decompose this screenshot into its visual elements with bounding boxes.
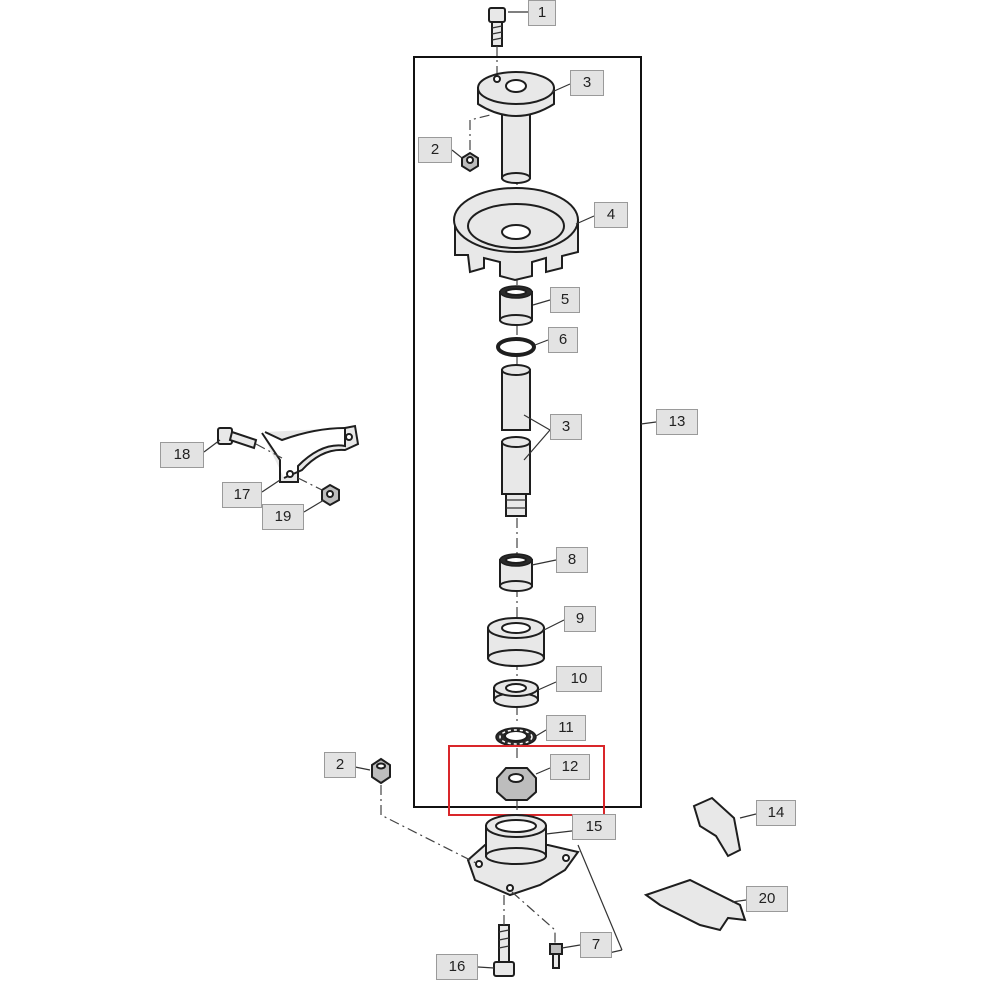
hub-part-3-top[interactable]	[477, 71, 555, 184]
nut-part-2-lower[interactable]	[371, 757, 391, 785]
spindle-housing-part-15[interactable]	[466, 814, 580, 897]
callout-11[interactable]: 11	[546, 715, 586, 741]
cup-part-4[interactable]	[453, 187, 579, 282]
bearing-part-5[interactable]	[499, 285, 533, 326]
bolt-part-18[interactable]	[217, 427, 258, 450]
callout-10[interactable]: 10	[556, 666, 602, 692]
grease-fitting-part-7[interactable]	[549, 943, 563, 969]
callout-2-lower[interactable]: 2	[324, 752, 356, 778]
callout-2-top[interactable]: 2	[418, 137, 452, 163]
callout-1[interactable]: 1	[528, 0, 556, 26]
bearing-part-8[interactable]	[499, 553, 533, 592]
callout-20[interactable]: 20	[746, 886, 788, 912]
callout-8[interactable]: 8	[556, 547, 588, 573]
nut-part-12[interactable]	[496, 767, 537, 801]
callout-15[interactable]: 15	[572, 814, 616, 840]
housing-part-9[interactable]	[487, 617, 545, 667]
bearing-part-11[interactable]	[495, 727, 537, 747]
blade-part-20[interactable]	[643, 878, 747, 932]
callout-13[interactable]: 13	[656, 409, 698, 435]
bolt-part-1[interactable]	[488, 7, 506, 47]
callout-14[interactable]: 14	[756, 800, 796, 826]
callout-17[interactable]: 17	[222, 482, 262, 508]
callout-3-shaft[interactable]: 3	[550, 414, 582, 440]
callout-5[interactable]: 5	[550, 287, 580, 313]
nut-part-19[interactable]	[321, 483, 340, 507]
callout-7[interactable]: 7	[580, 932, 612, 958]
ring-part-6[interactable]	[496, 337, 536, 357]
callout-19[interactable]: 19	[262, 504, 304, 530]
callout-3-top[interactable]: 3	[570, 70, 604, 96]
callout-9[interactable]: 9	[564, 606, 596, 632]
shaft-part-3-lower[interactable]	[501, 436, 531, 517]
leader-lines	[203, 11, 757, 969]
callout-6[interactable]: 6	[548, 327, 578, 353]
blade-clip-part-14[interactable]	[692, 796, 742, 858]
shaft-part-3-upper[interactable]	[501, 364, 531, 431]
assembly-frame	[413, 56, 642, 808]
callout-16[interactable]: 16	[436, 954, 478, 980]
nut-part-2-top[interactable]	[461, 151, 479, 173]
bolt-part-16[interactable]	[493, 924, 515, 977]
callout-18[interactable]: 18	[160, 442, 204, 468]
washer-part-10[interactable]	[493, 679, 539, 708]
callout-4[interactable]: 4	[594, 202, 628, 228]
clamp-part-17[interactable]	[261, 424, 360, 483]
callout-12[interactable]: 12	[550, 754, 590, 780]
